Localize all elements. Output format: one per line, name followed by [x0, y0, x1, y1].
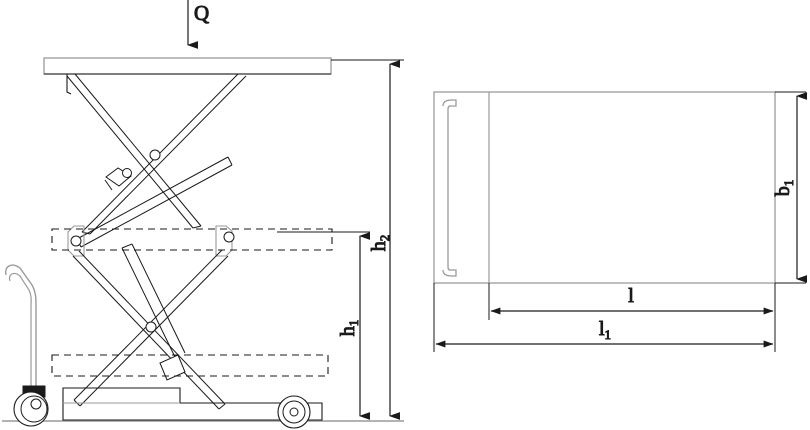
plan-handle: [442, 99, 457, 277]
caster-rim: [20, 395, 48, 423]
lift-platform: [43, 57, 332, 75]
left-mid-pivot: [70, 235, 82, 247]
caster-tyre: [13, 391, 49, 427]
pump-lever-pivot: [122, 168, 132, 178]
handle-bar-inner: [9, 272, 32, 390]
plan-platform-outline: [433, 91, 776, 284]
right-mid-pivot: [223, 231, 235, 243]
mid-carrier-bar: [76, 156, 233, 248]
dimension-l1: l1: [433, 283, 776, 352]
h2-label: h2: [368, 235, 392, 252]
cylinder-foot: [159, 354, 186, 381]
front-caster: [13, 385, 49, 427]
dimension-h2: h2: [331, 59, 404, 420]
cylinder-body: [121, 243, 186, 358]
upper-arm-a: [66, 73, 202, 229]
upper-arm-b: [81, 73, 247, 235]
platform-plate: [43, 57, 332, 75]
load-label-q: Q: [194, 1, 209, 25]
plan-top-view: b1 l l1: [433, 91, 807, 352]
rear-wheel: [277, 395, 311, 429]
dashed-deck-lower: [51, 354, 329, 377]
upper-arm-b-end: [81, 231, 91, 235]
l-label: l: [628, 285, 634, 307]
pump-lever-tail: [104, 179, 113, 191]
b1-label: b1: [772, 180, 796, 197]
steering-handle: [5, 264, 42, 391]
right-knuckle-plate: [215, 225, 233, 257]
scissor-linkage: [66, 73, 247, 410]
dashed-deck-upper: [51, 228, 333, 251]
handle-bar-outer: [5, 264, 37, 390]
rear-wheel-hub: [289, 407, 299, 417]
caster-hub: [30, 398, 42, 410]
dimension-l: l: [488, 283, 776, 320]
plan-handle-outline: [442, 99, 457, 277]
cylinder-top-cap: [121, 243, 133, 249]
side-elevation-view: h2 h1 Q: [2, 0, 404, 429]
h1-label: h1: [337, 320, 361, 337]
lower-center-pivot: [145, 321, 157, 333]
dimension-b1: b1: [772, 91, 807, 284]
upper-arm-a-end: [192, 225, 202, 229]
left-knuckle-plate: [67, 225, 85, 257]
upper-center-pivot: [149, 149, 161, 161]
platform-left-bracket: [66, 74, 72, 95]
lower-arm-a-end: [218, 403, 226, 410]
dimension-h1: h1: [277, 231, 370, 420]
l1-label: l1: [599, 318, 611, 342]
